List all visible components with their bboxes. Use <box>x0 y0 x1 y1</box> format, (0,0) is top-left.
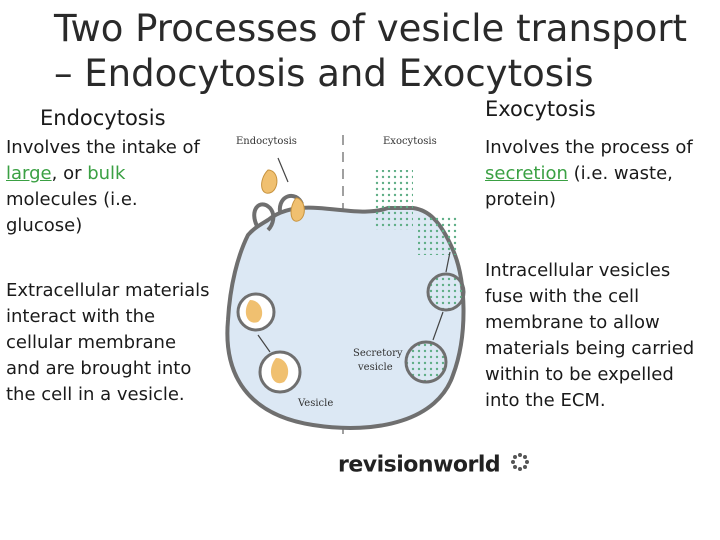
endocytosis-detail: Extracellular materials interact with th… <box>6 280 210 405</box>
arrow-1 <box>277 157 289 183</box>
logo-text-dark: revision <box>338 452 434 478</box>
secretion-link[interactable]: secretion <box>485 163 568 184</box>
endocytosis-description: Involves the intake of large, or bulk mo… <box>6 135 206 239</box>
vesicle-transport-diagram: Endocytosis Exocytosis Secretory vesicle… <box>225 135 466 440</box>
diagram-label-exocytosis: Exocytosis <box>383 136 437 147</box>
exo-p1-post: (i.e. waste, protein) <box>485 163 673 210</box>
arrow-4 <box>432 311 444 341</box>
membrane-invagination-1 <box>252 202 276 232</box>
logo-text-bold: world <box>433 452 501 478</box>
secretory-vesicle-1 <box>426 272 466 312</box>
title-line-1: Two Processes of vesicle transport <box>54 7 688 50</box>
arrow-2 <box>257 334 271 353</box>
secretion-cloud-2 <box>418 215 458 255</box>
vesicle-1-cargo <box>245 300 263 323</box>
vesicle-2-cargo <box>270 358 289 384</box>
endo-p1-pre: Involves the intake of <box>6 137 200 158</box>
endocytosis-heading: Endocytosis <box>40 106 166 130</box>
diagram-label-endocytosis: Endocytosis <box>236 136 297 147</box>
dotted-circle-icon <box>510 452 530 479</box>
arrow-3 <box>445 251 451 273</box>
exo-p1-pre: Involves the process of <box>485 137 693 158</box>
slide-title: Two Processes of vesicle transport – End… <box>54 6 714 96</box>
title-line-2: – Endocytosis and Exocytosis <box>54 52 594 95</box>
revisionworld-logo: revisionworld <box>338 452 530 479</box>
endo-p1-mid: , or <box>51 163 88 184</box>
endo-p1-post: molecules (i.e. glucose) <box>6 189 138 236</box>
exocytosis-description: Involves the process of secretion (i.e. … <box>485 135 700 213</box>
secretory-vesicle-2 <box>404 340 448 384</box>
diagram-label-secretory: Secretory <box>353 348 403 359</box>
cargo-particle-2 <box>290 197 305 222</box>
exocytosis-heading: Exocytosis <box>485 97 596 121</box>
diagram-label-vesicle: Vesicle <box>297 398 333 409</box>
diagram-label-secretory-2: vesicle <box>357 362 393 373</box>
cargo-particle-1 <box>261 169 278 194</box>
exocytosis-detail: Intracellular vesicles fuse with the cel… <box>485 260 695 411</box>
bulk-link[interactable]: bulk <box>87 163 126 184</box>
large-link[interactable]: large <box>6 163 52 184</box>
secretion-cloud-1 <box>373 170 413 230</box>
